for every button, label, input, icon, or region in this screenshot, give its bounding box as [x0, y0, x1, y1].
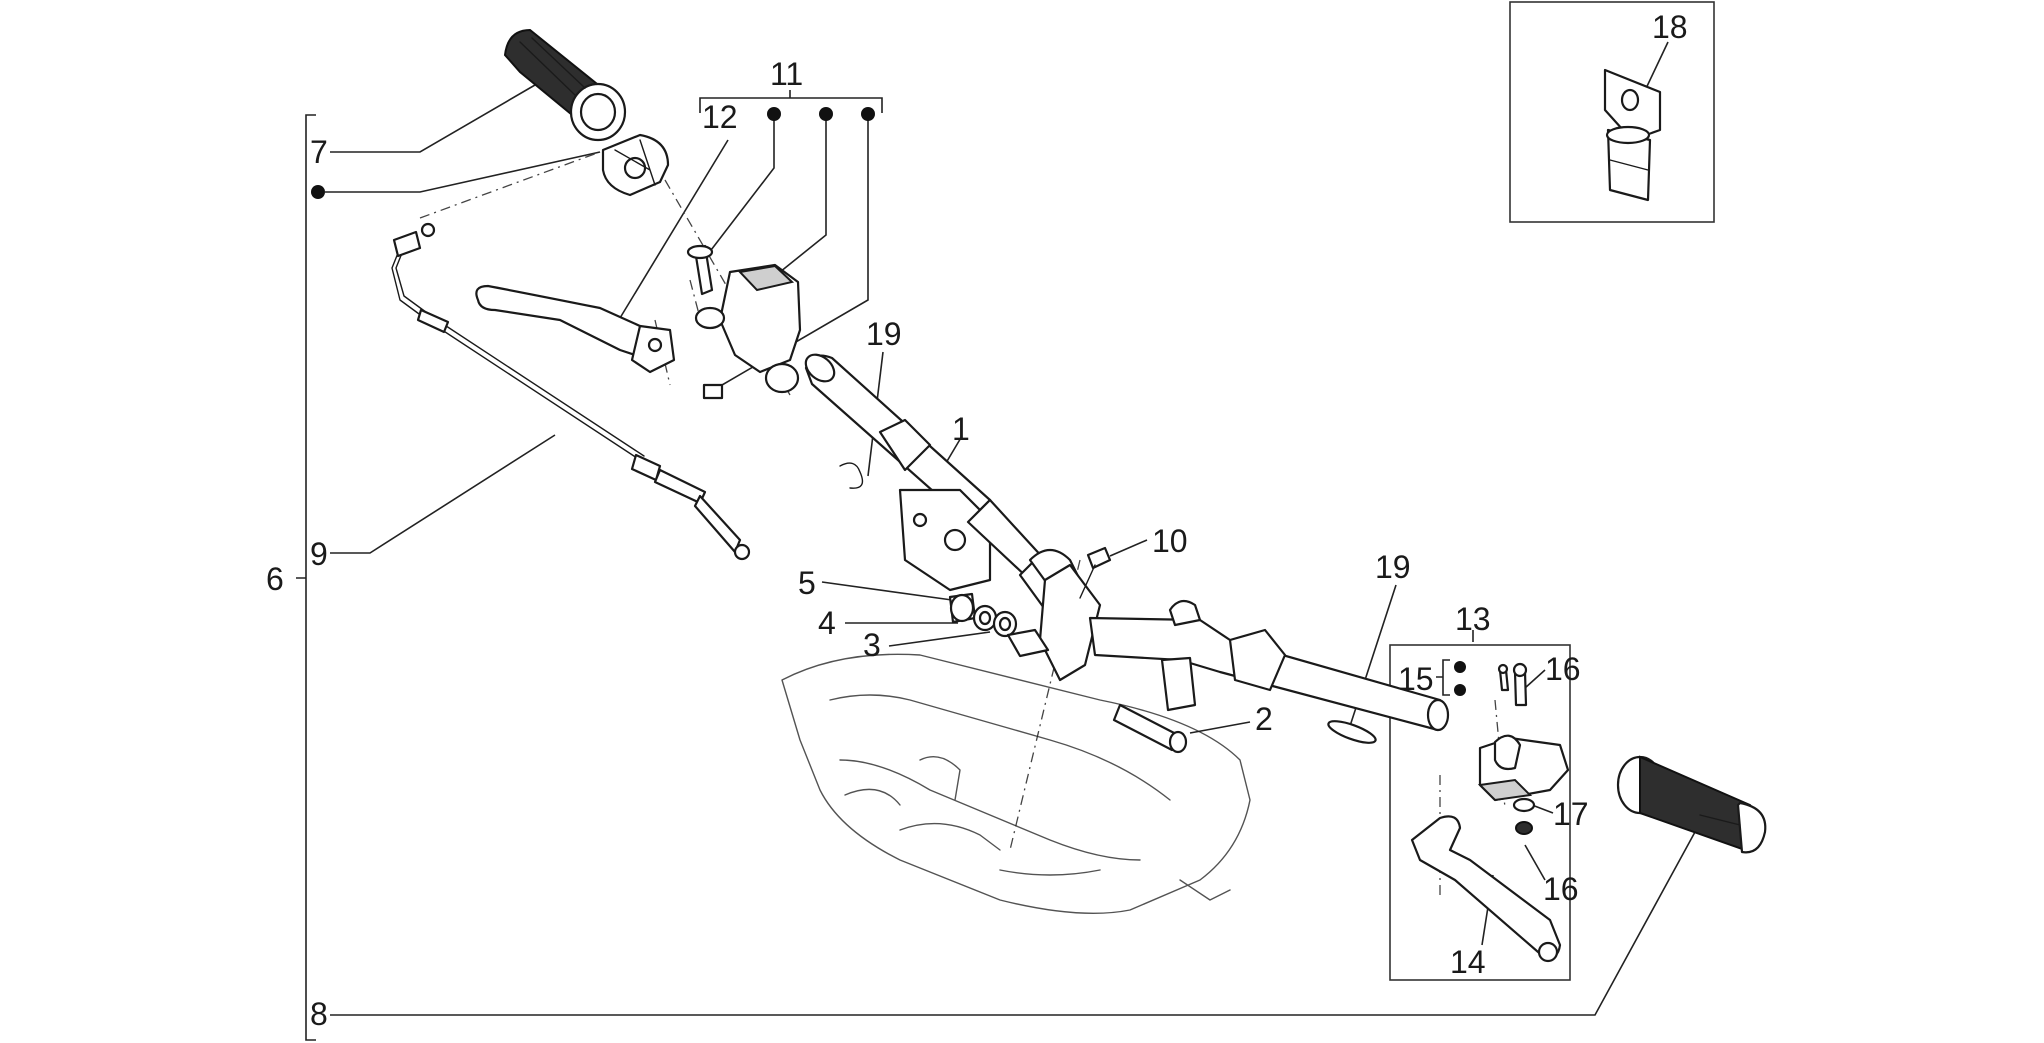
leader-16a [1524, 669, 1546, 689]
dot-left-housing [311, 185, 325, 199]
leader-3 [888, 631, 991, 647]
screw-10 [1079, 546, 1112, 599]
spring-clip-right [1327, 720, 1377, 744]
dot-11a [767, 107, 781, 121]
left-brake-lever [475, 284, 676, 374]
leader-7 [330, 84, 536, 153]
callout-11: 11 [770, 56, 803, 92]
handlebar-frame [804, 353, 1450, 732]
leader-lines [325, 41, 1696, 1016]
callout-9: 9 [310, 536, 328, 572]
bracket-15 [1436, 659, 1450, 696]
callout-6: 6 [266, 561, 284, 597]
callout-13: 13 [1455, 601, 1491, 637]
callout-19-right: 19 [1375, 549, 1411, 585]
callout-7: 7 [310, 134, 328, 170]
leader-12 [619, 139, 729, 319]
callout-16-bottom: 16 [1543, 871, 1579, 907]
headlight-housing [781, 653, 1251, 915]
callout-2: 2 [1255, 701, 1273, 737]
throttle-housing [601, 133, 670, 197]
leader-dot-11b [779, 114, 827, 273]
leader-dot-left [325, 151, 601, 193]
right-lever-bracket [1477, 734, 1570, 802]
callout-10: 10 [1152, 523, 1188, 559]
leader-dot-11a [707, 114, 775, 255]
dot-11c [861, 107, 875, 121]
leader-5 [821, 581, 953, 601]
leader-9 [330, 434, 556, 554]
brake-cable [391, 222, 751, 561]
callout-16-top: 16 [1545, 651, 1581, 687]
dot-15a [1454, 661, 1466, 673]
inset-frame-18 [1509, 1, 1715, 223]
reference-dots [311, 107, 1466, 696]
callout-17: 17 [1553, 796, 1589, 832]
pin-2 [1112, 703, 1188, 754]
leader-10 [1109, 539, 1148, 557]
right-grip [1616, 755, 1767, 854]
master-cylinder [686, 244, 802, 400]
callout-15: 15 [1398, 661, 1434, 697]
bracket-11 [699, 90, 883, 113]
spacer-washers [948, 592, 1050, 658]
leader-17 [1531, 804, 1554, 814]
callout-19-left: 19 [866, 316, 902, 352]
callout-12: 12 [702, 99, 738, 135]
left-grip [503, 28, 627, 142]
callout-8: 8 [310, 996, 328, 1032]
spring-clip-left [839, 462, 864, 489]
dot-11b [819, 107, 833, 121]
callout-4: 4 [818, 605, 836, 641]
leader-16b [1524, 844, 1546, 881]
inset-frame-13 [1389, 644, 1571, 981]
right-brake-lever [1410, 815, 1562, 963]
callout-5: 5 [798, 565, 816, 601]
callout-1: 1 [952, 411, 970, 447]
dot-15b [1454, 684, 1466, 696]
callout-14: 14 [1450, 944, 1486, 980]
callout-labels: 1 2 3 4 5 6 7 8 9 10 11 12 13 14 15 16 1… [266, 9, 1688, 1032]
mirror-bracket-18 [1603, 68, 1662, 202]
right-small-parts [1497, 662, 1536, 835]
callout-18: 18 [1652, 9, 1688, 45]
leader-8 [330, 831, 1696, 1016]
leader-2 [1189, 721, 1251, 734]
bracket-6 [296, 114, 316, 1041]
callout-3: 3 [863, 627, 881, 663]
